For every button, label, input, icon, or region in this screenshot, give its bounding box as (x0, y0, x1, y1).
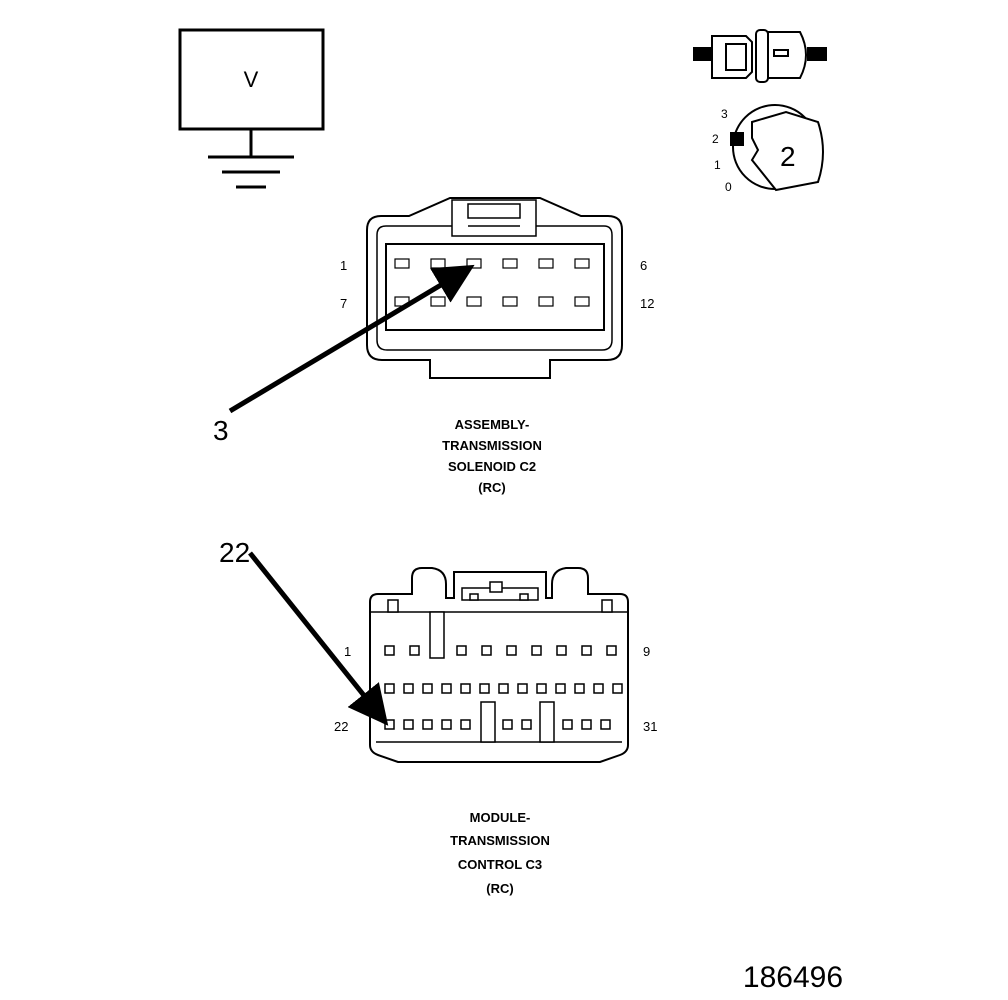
connector-c3: 1 9 22 31 (334, 567, 657, 763)
voltmeter-label: V (244, 67, 259, 92)
c2-pin-label-7: 7 (340, 296, 347, 311)
selector-dial: 3 2 1 0 2 (712, 104, 824, 194)
dial-position-1: 1 (714, 158, 721, 172)
dial-position-3: 3 (721, 107, 728, 121)
c3-pin-label-1: 1 (344, 644, 351, 659)
c2-callout-number: 3 (213, 415, 229, 446)
c3-pin-label-31: 31 (643, 719, 657, 734)
c2-pin-label-12: 12 (640, 296, 654, 311)
c3-pin-label-9: 9 (643, 644, 650, 659)
connector-c3-caption: MODULE- TRANSMISSION CONTROL C3 (RC) (450, 810, 550, 896)
test-probe-icon (693, 29, 827, 83)
c2-caption-line-3: SOLENOID C2 (448, 459, 536, 474)
connector-c2: 1 6 7 12 (340, 197, 654, 379)
dial-position-2: 2 (712, 132, 719, 146)
dial-position-0: 0 (725, 180, 732, 194)
c3-caption-line-1: MODULE- (470, 810, 531, 825)
c3-caption-line-3: CONTROL C3 (458, 857, 542, 872)
figure-number: 186496 (743, 961, 843, 994)
c2-pin-label-6: 6 (640, 258, 647, 273)
connector-c2-latch (451, 199, 537, 237)
connector-c2-caption: ASSEMBLY- TRANSMISSION SOLENOID C2 (RC) (442, 417, 542, 495)
connector-c3-pins (384, 645, 623, 730)
c3-callout-number: 22 (219, 537, 250, 568)
c2-caption-line-2: TRANSMISSION (442, 438, 542, 453)
dial-pointer-icon (730, 132, 744, 146)
c3-callout-arrow (248, 551, 389, 726)
c2-callout-arrow (228, 264, 475, 414)
c3-caption-line-4: (RC) (486, 881, 513, 896)
c2-caption-line-1: ASSEMBLY- (455, 417, 530, 432)
c2-pin-label-1: 1 (340, 258, 347, 273)
c3-pin-label-22: 22 (334, 719, 348, 734)
voltmeter-symbol: V (178, 28, 325, 189)
c3-caption-line-2: TRANSMISSION (450, 833, 550, 848)
dial-selected-value: 2 (780, 141, 796, 172)
ground-icon (208, 155, 294, 189)
c2-caption-line-4: (RC) (478, 480, 505, 495)
